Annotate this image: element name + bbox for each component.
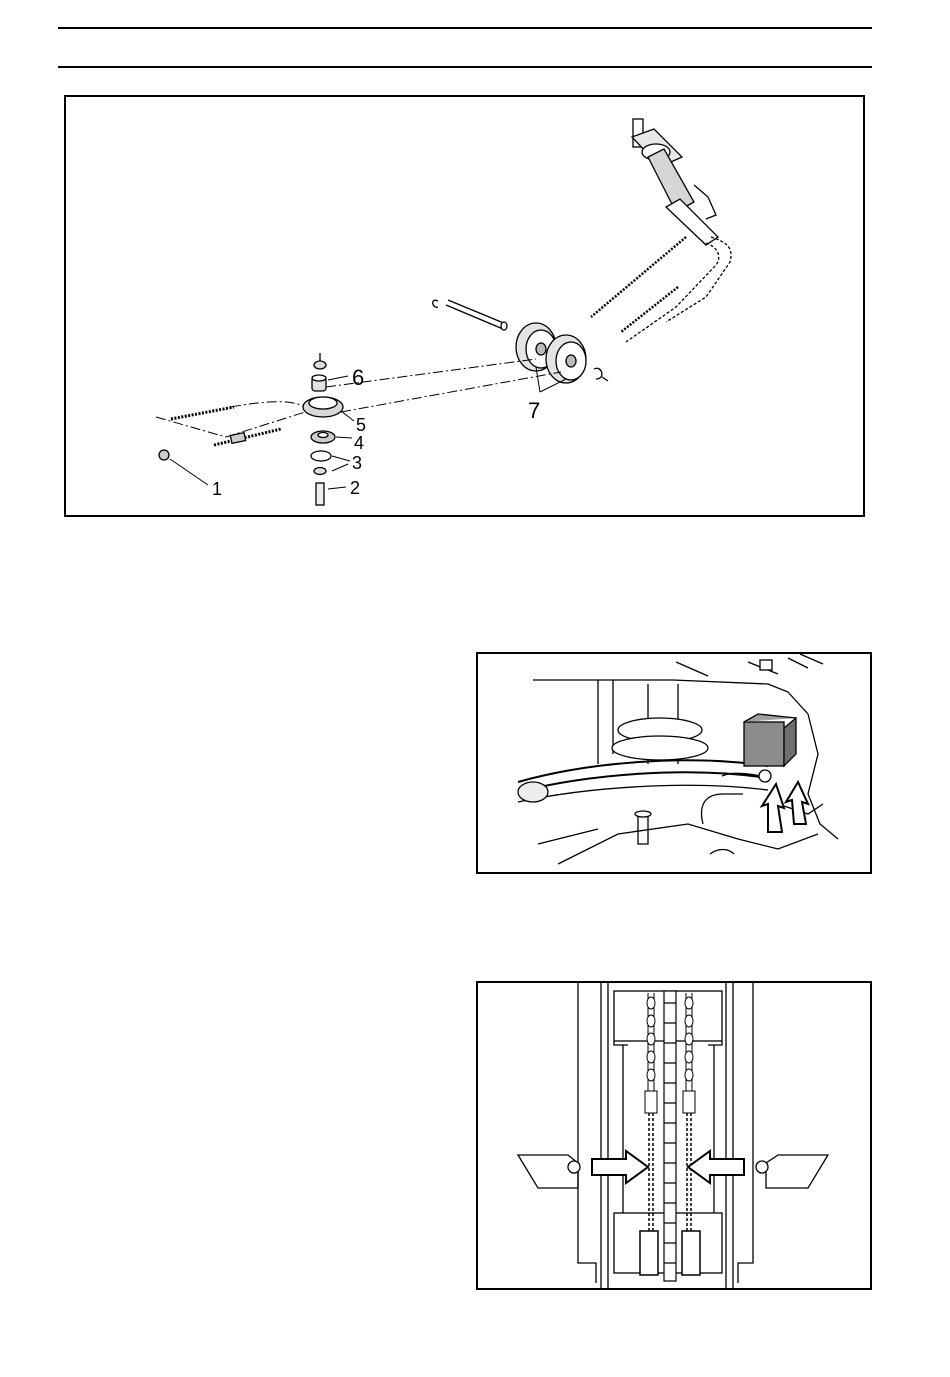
chain-alignment-drawing [478, 983, 870, 1288]
axle-pin [433, 300, 507, 330]
figure-chain-alignment [476, 981, 872, 1290]
adjuster-detail-drawing [478, 654, 870, 872]
steering-exploded-drawing: 1 2 3 4 5 6 7 [66, 97, 863, 515]
steering-column [626, 119, 731, 342]
tie-rods [159, 407, 281, 460]
callout-4: 4 [354, 433, 364, 453]
callout-5: 5 [356, 415, 366, 435]
figure-steering-assembly: 1 2 3 4 5 6 7 [64, 95, 865, 517]
pulley-drums [516, 323, 608, 383]
callout-2: 2 [350, 478, 360, 498]
callout-7: 7 [528, 398, 540, 423]
center-rack [664, 991, 676, 1281]
header-rule-top [58, 27, 872, 29]
cable-rods [591, 237, 686, 332]
header-rule-bottom [58, 66, 872, 68]
callout-1: 1 [212, 479, 222, 499]
pivot-hardware-stack [303, 353, 343, 505]
figure-adjuster-detail [476, 652, 872, 874]
callout-6: 6 [352, 365, 364, 390]
inward-arrow-right-icon [688, 1151, 744, 1183]
callout-3: 3 [352, 453, 362, 473]
callout-leaders [170, 367, 566, 489]
